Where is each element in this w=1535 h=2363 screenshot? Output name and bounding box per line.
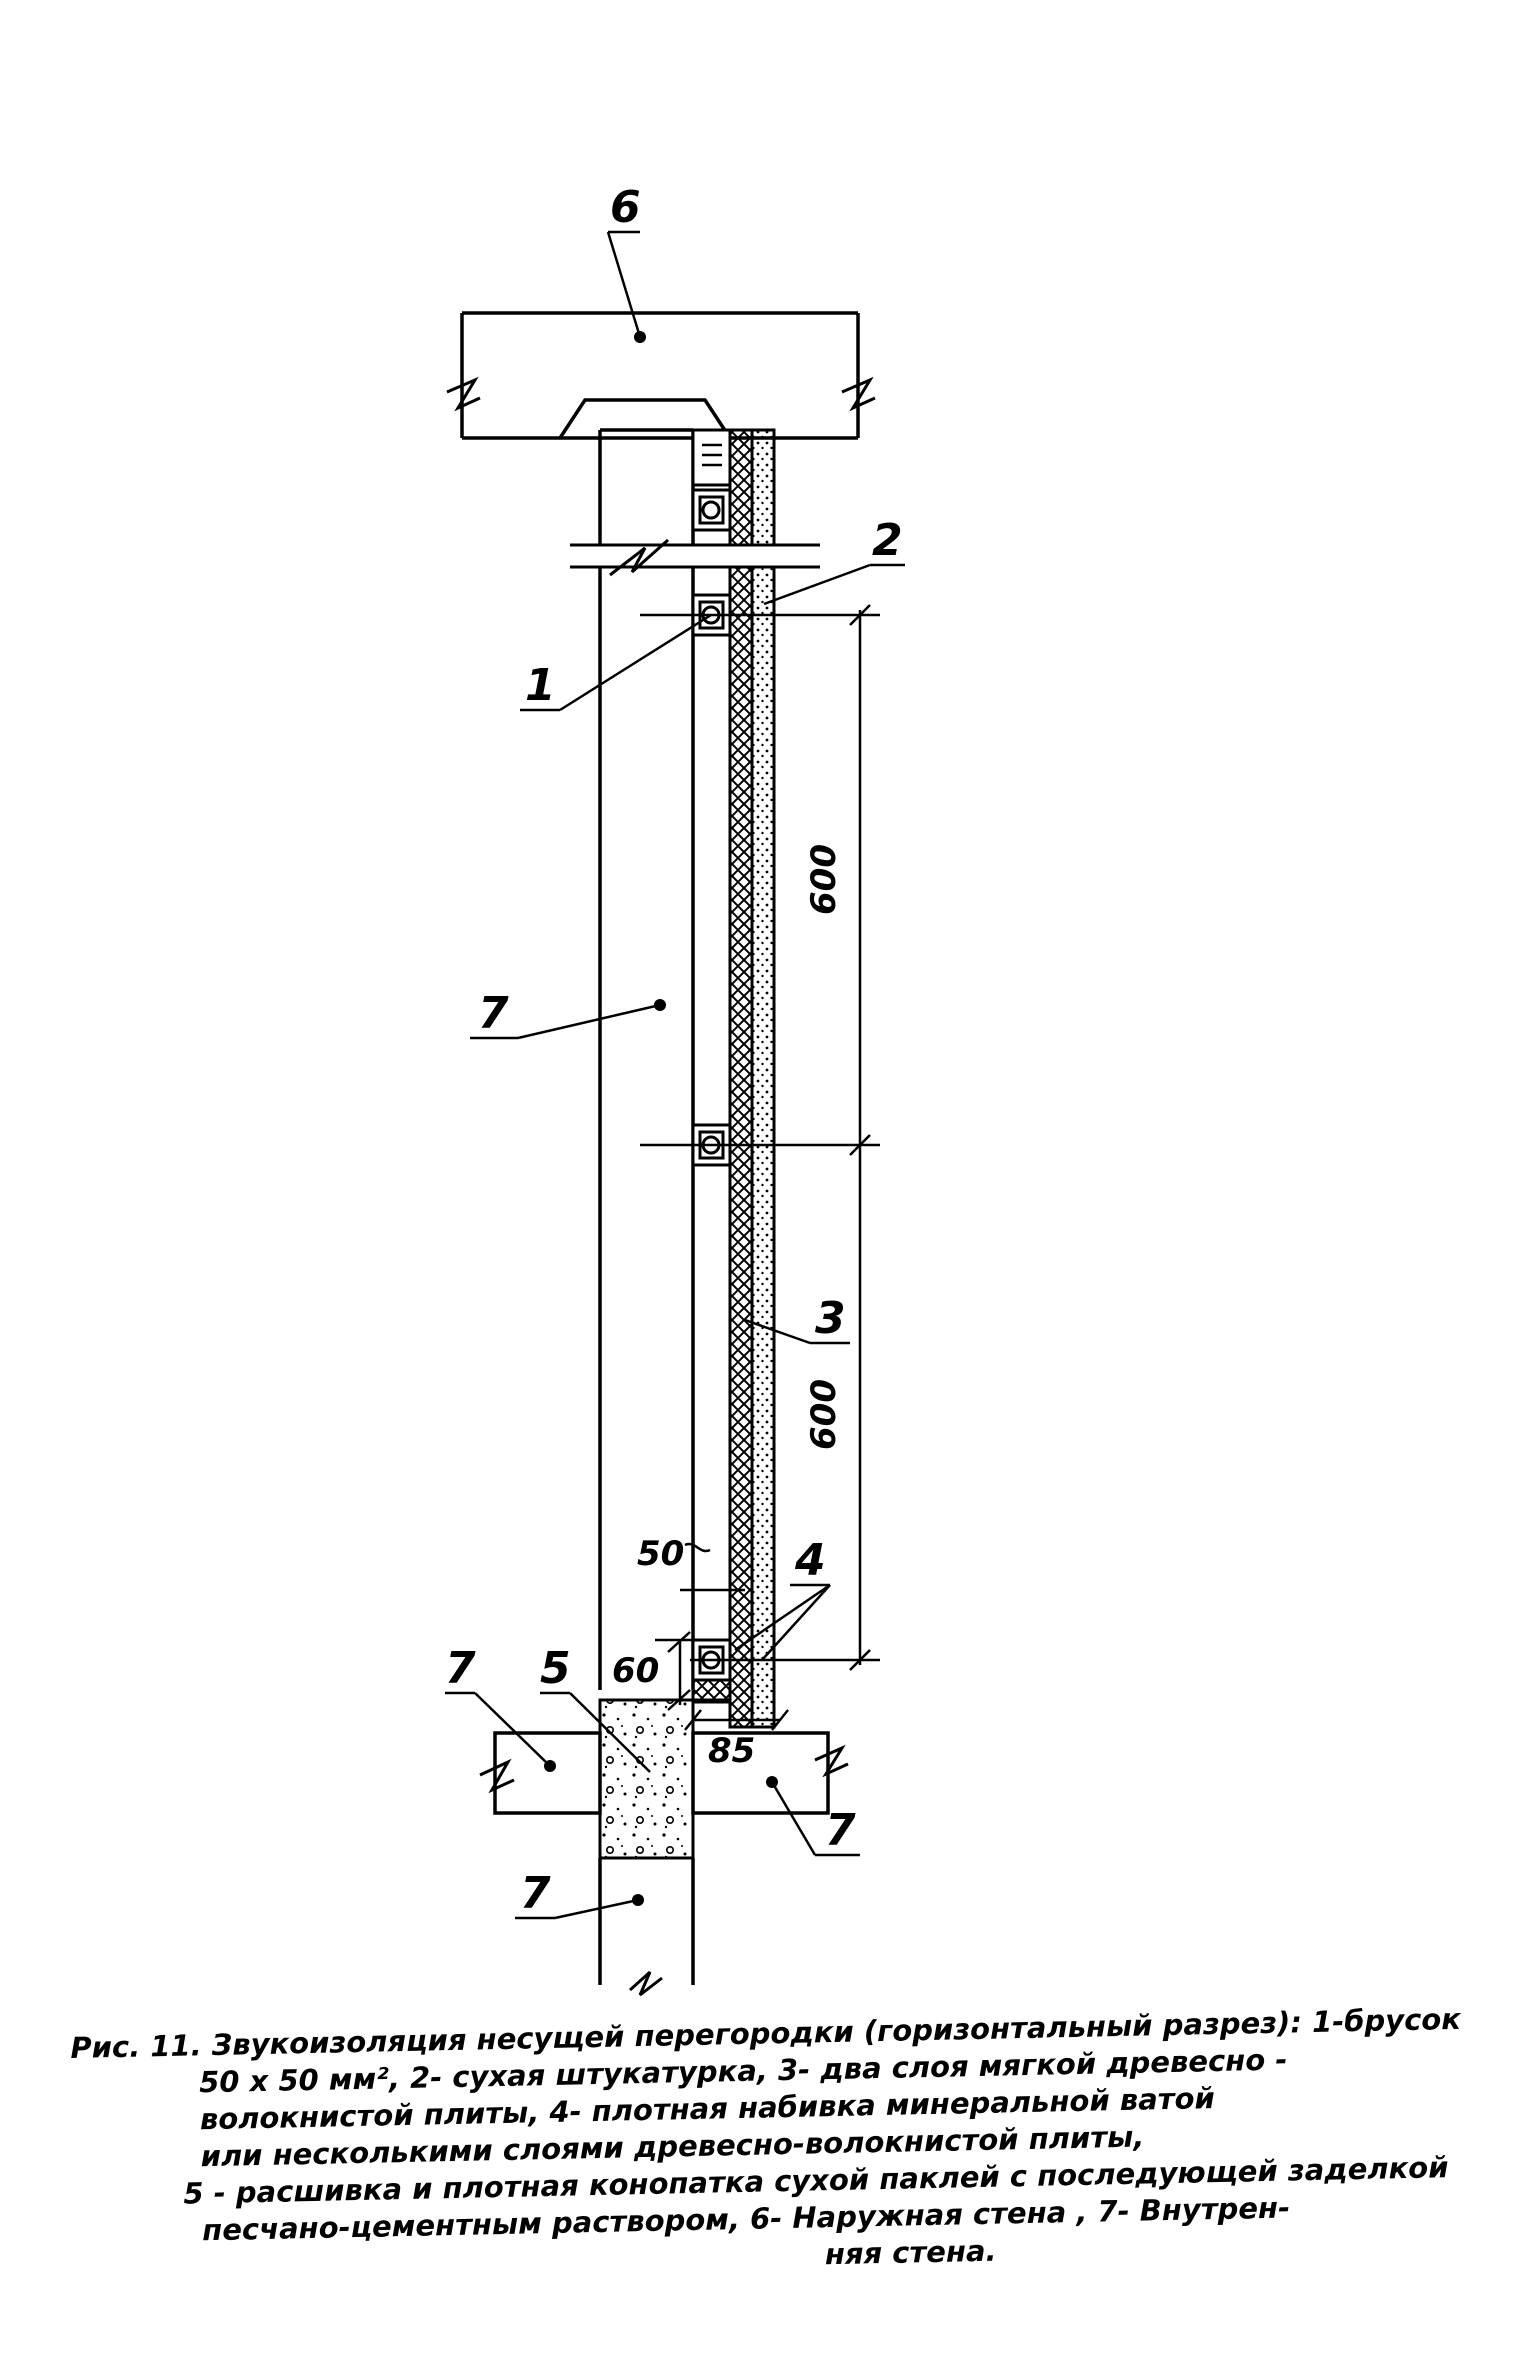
dimension-600-top: 600 bbox=[804, 844, 844, 915]
label-1-bar: 1 bbox=[525, 660, 556, 711]
dimension-85: 85 bbox=[708, 1731, 755, 1771]
label-5-joint: 5 bbox=[540, 1643, 571, 1694]
label-3-fibreboard: 3 bbox=[815, 1293, 846, 1344]
timber-bars bbox=[691, 428, 732, 1704]
break-mark bbox=[570, 538, 820, 577]
label-4-stuffing: 4 bbox=[794, 1535, 826, 1586]
dimension-lines bbox=[640, 604, 880, 1731]
figure-caption: Рис. 11. Звукоизоляция несущей перегород… bbox=[70, 2000, 1495, 2289]
dimension-60: 60 bbox=[612, 1651, 659, 1691]
inner-wall-7-vertical bbox=[598, 428, 695, 1690]
label-7-right-wall: 7 bbox=[825, 1805, 856, 1856]
outer-wall-6 bbox=[446, 311, 876, 440]
leader-lines bbox=[445, 230, 905, 1920]
label-7-inner-wall: 7 bbox=[478, 988, 509, 1039]
lower-walls bbox=[479, 1698, 849, 1997]
label-7-left-wall: 7 bbox=[445, 1643, 476, 1694]
dimension-600-bottom: 600 bbox=[804, 1379, 844, 1450]
dimension-50: 50 bbox=[637, 1534, 684, 1574]
label-7-bottom-wall: 7 bbox=[520, 1868, 551, 1919]
label-6-outer-wall: 6 bbox=[610, 182, 641, 233]
label-2-dry-plaster: 2 bbox=[872, 515, 903, 566]
